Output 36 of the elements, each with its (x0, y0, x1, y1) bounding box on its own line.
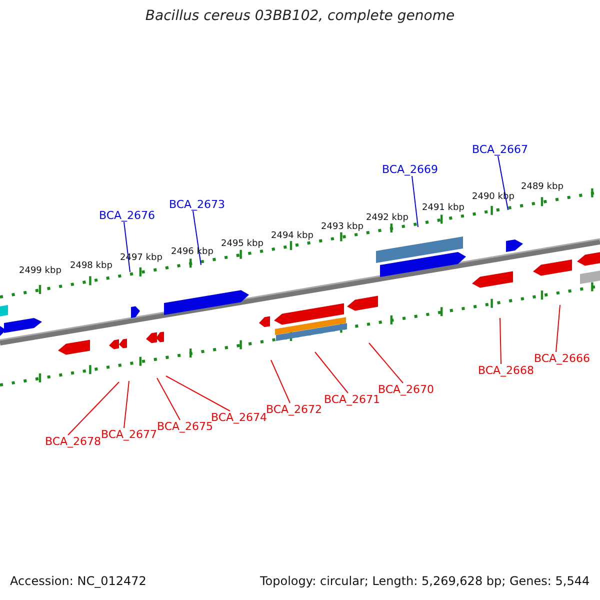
gene-label: BCA_2666 (534, 352, 590, 365)
leader-line (156, 378, 180, 420)
gene-label: BCA_2674 (211, 411, 268, 424)
leader-line (124, 380, 130, 428)
footer-text: Accession: NC_012472 (10, 575, 146, 588)
leader-line (166, 376, 230, 412)
leader-line (68, 382, 120, 436)
scale-label: 2492 kbp (366, 213, 408, 224)
leader-line (124, 222, 130, 272)
leader-line (500, 318, 502, 364)
leader-line (368, 342, 404, 384)
scale-label: 2495 kbp (221, 239, 264, 250)
leader-line (192, 210, 202, 266)
scale-label: 2499 kbp (19, 266, 62, 277)
gene-label: BCA_2670 (378, 383, 434, 396)
leader-line (270, 360, 290, 404)
gene-label: BCA_2667 (472, 143, 528, 156)
title: Bacillus cereus 03BB102, complete genome (144, 10, 456, 23)
scale-label: 2493 kbp (321, 222, 364, 233)
gene-label: BCA_2677 (101, 428, 158, 441)
gene-label: BCA_2669 (382, 163, 438, 176)
scale-label: 2491 kbp (422, 203, 464, 214)
scale-label: 2489 kbp (521, 182, 564, 193)
gene-label: BCA_2673 (169, 198, 226, 211)
scale-label: 2494 kbp (271, 231, 314, 242)
gene-label: BCA_2678 (45, 435, 102, 448)
gene-label: BCA_2672 (266, 403, 322, 416)
gene-label: BCA_2668 (478, 364, 534, 377)
gene-label: BCA_2676 (99, 209, 156, 222)
leader-line (556, 304, 560, 352)
gene-label: BCA_2671 (324, 393, 380, 406)
leader-line (412, 176, 418, 228)
gene-label: BCA_2675 (157, 420, 214, 433)
footer-text: Topology: circular; Length: 5,269,628 bp; Genes: 5,544 (260, 575, 590, 588)
scale-label: 2498 kbp (70, 261, 112, 272)
leader-line (314, 352, 348, 394)
